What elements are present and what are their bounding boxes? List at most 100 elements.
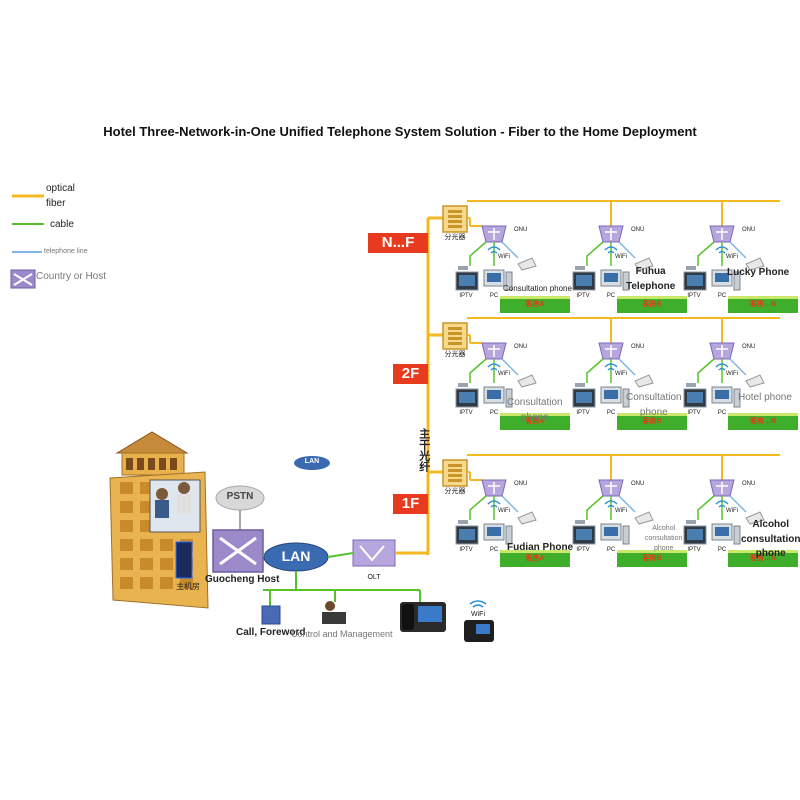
- pc-label-2-2: PC: [717, 547, 727, 553]
- phone-icon-2-1: [634, 511, 654, 525]
- pc-screen: [715, 390, 729, 399]
- pc-screen: [715, 527, 729, 536]
- onu-label-0-2: ONU: [742, 227, 756, 233]
- wifi-label-2-2: WiFi: [726, 508, 738, 514]
- building-grid: [120, 558, 133, 570]
- onu-icon-0-2: [709, 225, 735, 243]
- room-tag-0-0: 客房A: [500, 296, 570, 313]
- wifi-icon-2-0: [487, 500, 501, 505]
- iptv-label-2-2: IPTV: [687, 547, 701, 553]
- onu-mark: [716, 345, 728, 357]
- phone-label-2-0: Fudian Phone: [507, 542, 574, 553]
- wifi-label-1-0: WiFi: [498, 371, 510, 377]
- wifi-icon-1-0: [487, 363, 501, 368]
- splitter-label-2: 分光器: [444, 488, 466, 495]
- pc-screen: [604, 527, 618, 536]
- onu-mark: [716, 482, 728, 494]
- operator-desk: [322, 612, 346, 624]
- phone-icon-0-0: [517, 257, 537, 271]
- onu-icon-0-1: [598, 225, 624, 243]
- person-head: [156, 488, 168, 500]
- wifi-arc: [490, 504, 498, 508]
- host-lan-link: [262, 554, 265, 557]
- pc-label-1-1: PC: [606, 410, 616, 416]
- building-grid: [160, 558, 173, 570]
- lan-small-label: LAN: [304, 458, 320, 465]
- pc-tower: [733, 388, 741, 408]
- building-window: [159, 458, 166, 470]
- wifi-phone-icon: [464, 600, 494, 642]
- pc-tower: [622, 271, 630, 291]
- phone-label-0-0: Consultation phone: [503, 284, 572, 293]
- splitter-slot: [448, 225, 462, 228]
- wifi-label-0-0: WiFi: [498, 254, 510, 260]
- wifi-arc: [607, 250, 615, 254]
- operator-head: [325, 601, 335, 611]
- tel-line-1-1: [618, 358, 636, 376]
- iptv-screen: [687, 392, 703, 403]
- hotel-building: [109, 431, 209, 609]
- splitter-icon-1: [442, 322, 468, 350]
- splitter-slot: [448, 479, 462, 482]
- building-roof: [115, 431, 189, 454]
- wifi-icon-0-1: [604, 246, 618, 251]
- wifi-icon-2-2: [715, 500, 729, 505]
- building-grid: [140, 577, 153, 589]
- wifi-label-2-1: WiFi: [615, 508, 627, 514]
- person-body-2: [177, 494, 191, 514]
- pc-tower: [733, 271, 741, 291]
- building-grid: [160, 539, 173, 551]
- legend-host-icon: [10, 269, 36, 289]
- cable-iptv-2-0: [469, 495, 487, 520]
- iptv-box: [686, 266, 696, 270]
- pc-screen: [487, 527, 501, 536]
- splitter-slot: [448, 210, 462, 213]
- onu-label-1-0: ONU: [514, 344, 528, 350]
- onu-icon-1-0: [481, 342, 507, 360]
- pc-tower: [505, 271, 513, 291]
- onu-label-2-0: ONU: [514, 481, 528, 487]
- room-tag-1-0: 客房A: [500, 413, 570, 430]
- iptv-box: [458, 266, 468, 270]
- wifi-label-1-1: WiFi: [615, 371, 627, 377]
- tel-line-2-0: [501, 495, 519, 513]
- splitter-slot: [448, 332, 462, 335]
- onu-icon-1-1: [598, 342, 624, 360]
- machine-room-label: 主机房: [176, 582, 200, 591]
- onu-label-2-1: ONU: [631, 481, 645, 487]
- olt-trunk-link: [395, 551, 430, 555]
- wifi-phone-label: WiFi: [471, 611, 485, 618]
- splitter-icon-2: [442, 459, 468, 487]
- pc-tower: [622, 388, 630, 408]
- ip-phone-screen: [418, 606, 442, 622]
- diagram-title: Hotel Three-Network-in-One Unified Telep…: [103, 124, 697, 139]
- pc-label-0-0: PC: [489, 293, 499, 299]
- pc-tower: [733, 525, 741, 545]
- onu-icon-1-2: [709, 342, 735, 360]
- onu-mark: [716, 228, 728, 240]
- phone-label-1-0: Consultation phone: [507, 397, 563, 423]
- iptv-screen: [459, 275, 475, 286]
- pc-screen: [604, 390, 618, 399]
- phone-label-0-2: Lucky Phone: [727, 267, 790, 278]
- cable-iptv-2-2: [697, 495, 715, 520]
- iptv-box: [458, 383, 468, 387]
- wifi-arc: [490, 367, 498, 371]
- wifi-phone-arc: [469, 600, 487, 605]
- onu-icon-0-0: [481, 225, 507, 243]
- onu-icon-2-0: [481, 479, 507, 497]
- cable-iptv-2-1: [586, 495, 604, 520]
- cable-iptv-1-1: [586, 358, 604, 383]
- room-tag-2-2: 客房…N: [728, 550, 798, 567]
- wifi-arc: [718, 250, 726, 254]
- tel-line-1-2: [729, 358, 747, 376]
- cable-iptv-0-1: [586, 241, 604, 266]
- building-grid: [120, 501, 133, 513]
- legend-telephone-label: telephone line: [44, 248, 88, 255]
- iptv-box: [458, 520, 468, 524]
- pc-label-2-1: PC: [606, 547, 616, 553]
- olt-icon: [352, 539, 396, 567]
- wifi-icon-2-1: [604, 500, 618, 505]
- iptv-label-0-2: IPTV: [687, 293, 701, 299]
- building-grid: [120, 520, 133, 532]
